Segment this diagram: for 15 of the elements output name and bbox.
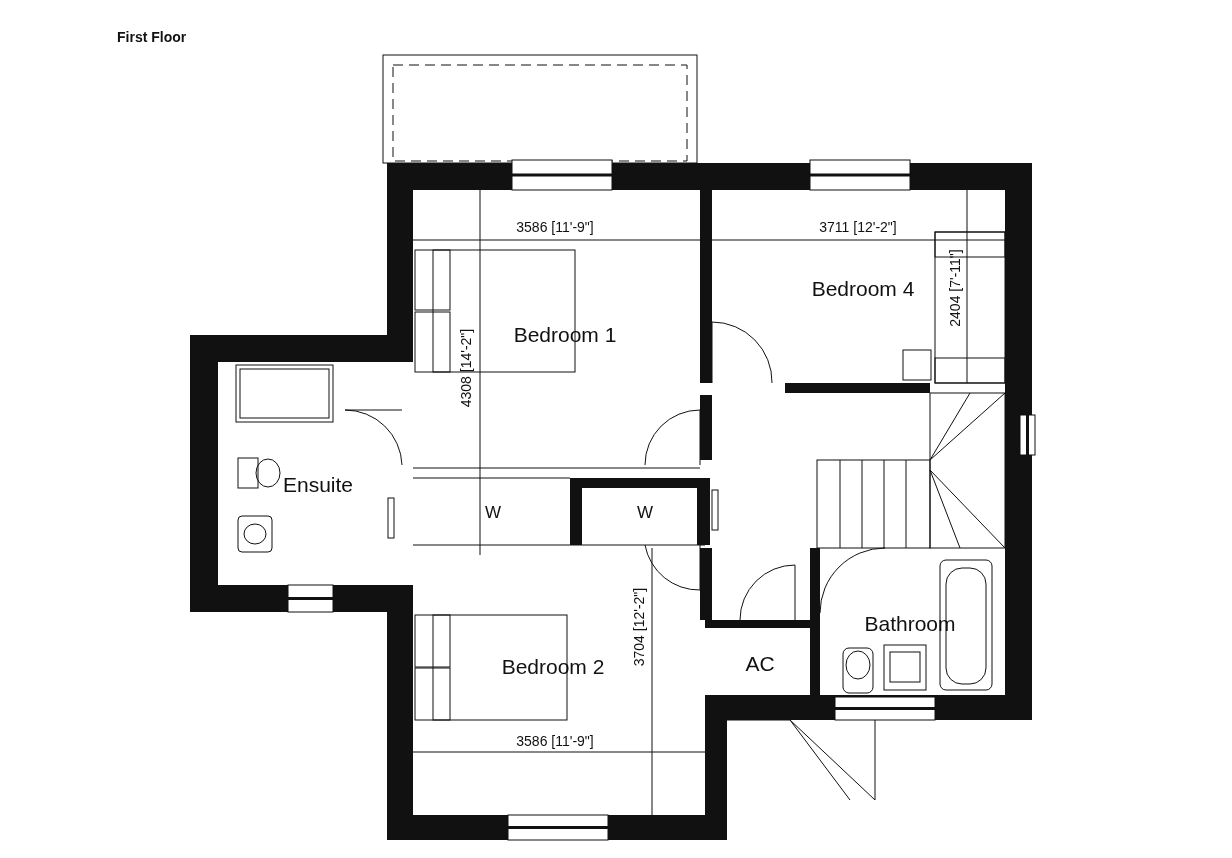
- dimension-text: 4308 [14'-2"]: [459, 328, 473, 408]
- dimension-text: 3711 [12'-2"]: [819, 220, 897, 234]
- dimension-text: 3704 [12'-2"]: [632, 587, 646, 667]
- room-name: Bedroom 4: [811, 277, 915, 299]
- dimension-text: 3586 [11'-9"]: [516, 220, 594, 234]
- room-name: Bedroom 1: [513, 323, 617, 345]
- wardrobe-mark: W: [637, 503, 653, 521]
- plan-title: First Floor: [117, 29, 187, 45]
- dimension-text: 3586 [11'-9"]: [516, 734, 594, 748]
- room-name: Bathroom: [864, 612, 956, 634]
- dimension-text: 2404 [7'-11"]: [948, 249, 962, 327]
- room-name: AC: [745, 652, 775, 674]
- room-name: Ensuite: [283, 473, 353, 495]
- wardrobe-mark: W: [485, 503, 501, 521]
- room-name: Bedroom 2: [501, 655, 605, 677]
